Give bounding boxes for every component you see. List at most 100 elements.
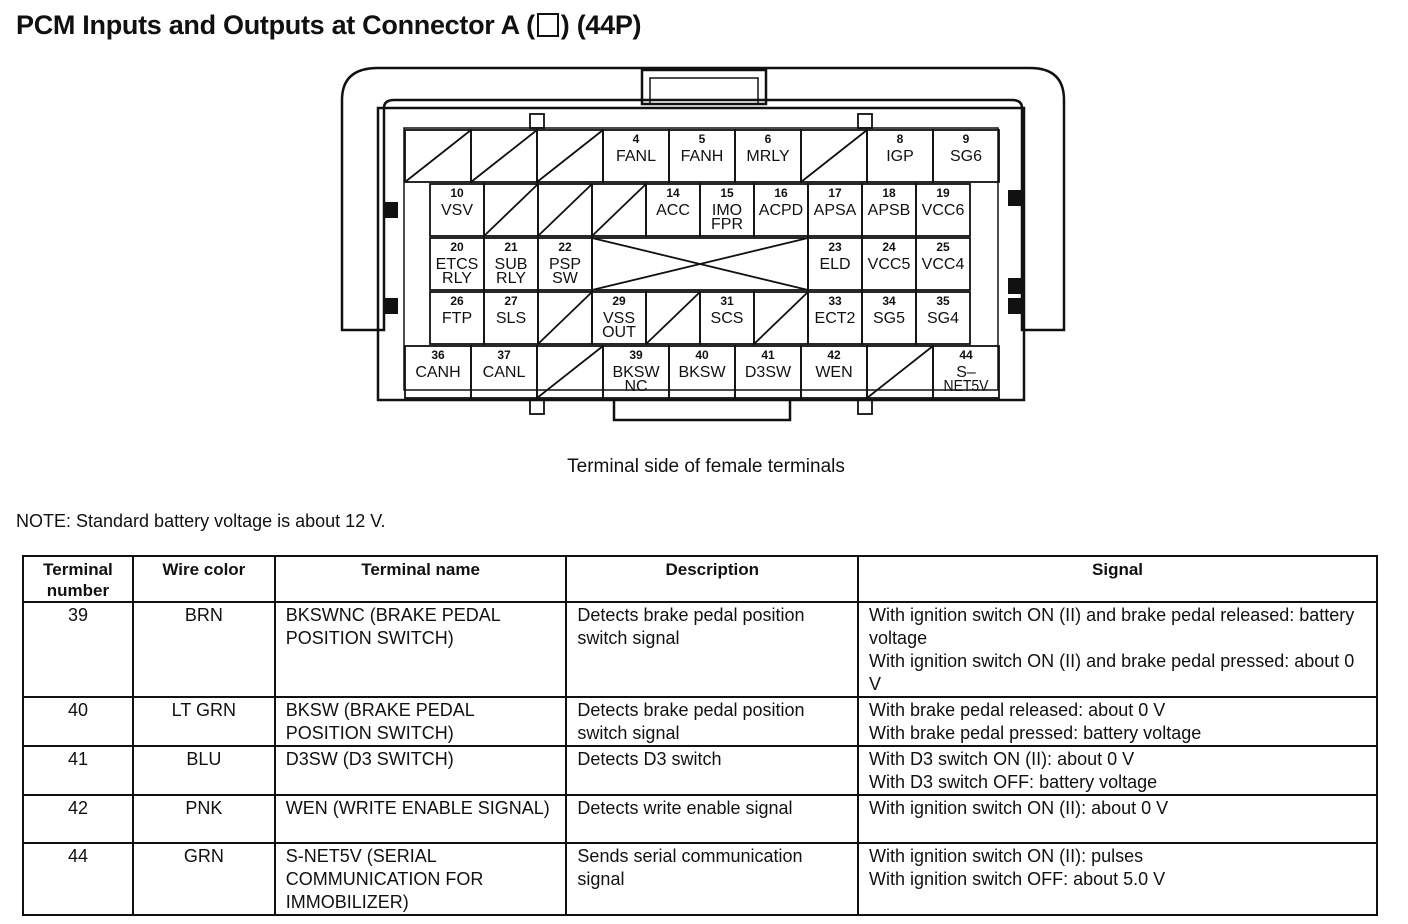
cell-terminal: 39 xyxy=(22,601,134,698)
terminal-name: FANL xyxy=(616,148,656,165)
terminal-name: CANL xyxy=(483,364,526,381)
terminal-number: 17 xyxy=(828,186,842,200)
terminal-number: 20 xyxy=(450,240,464,254)
cell-description: Detects brake pedal position switch sign… xyxy=(565,601,860,698)
terminal-name: SW xyxy=(552,270,579,287)
terminal-number: 5 xyxy=(699,132,706,146)
terminal-name: VCC4 xyxy=(922,256,965,273)
unused-cavity-mark xyxy=(645,291,701,345)
table-header-row: Terminal number Wire color Terminal name… xyxy=(22,555,1378,603)
terminal-cavity xyxy=(915,291,971,345)
unused-cavity-mark xyxy=(591,183,647,237)
cell-wire-color: GRN xyxy=(131,842,276,916)
terminal-name: APSA xyxy=(814,202,857,219)
note-text: NOTE: Standard battery voltage is about … xyxy=(16,511,386,531)
cell-terminal: 41 xyxy=(22,745,134,796)
terminal-number: 42 xyxy=(827,348,841,362)
header-wire-color: Wire color xyxy=(131,555,276,603)
cell-terminal: 40 xyxy=(22,696,134,747)
terminal-name: SG6 xyxy=(950,148,982,165)
unused-cavity-mark xyxy=(404,129,472,183)
table-row: 41 BLU D3SW (D3 SWITCH) Detects D3 switc… xyxy=(22,745,1378,796)
cell-signal: With brake pedal released: about 0 V Wit… xyxy=(857,696,1378,747)
terminal-number: 24 xyxy=(882,240,896,254)
terminal-name: FTP xyxy=(442,310,472,327)
unused-cavity-mark xyxy=(866,345,934,399)
terminal-name: FANH xyxy=(681,148,724,165)
terminal-name: BKSW xyxy=(612,364,660,381)
terminal-name: SG5 xyxy=(873,310,905,327)
terminal-number: 25 xyxy=(936,240,950,254)
terminal-number: 4 xyxy=(633,132,640,146)
terminal-name: ACC xyxy=(656,202,690,219)
terminal-number: 19 xyxy=(936,186,950,200)
terminal-number: 9 xyxy=(963,132,970,146)
cell-signal: With D3 switch ON (II): about 0 V With D… xyxy=(857,745,1378,796)
terminal-name: SLS xyxy=(496,310,526,327)
header-terminal-number: Terminal number xyxy=(22,555,134,603)
terminal-name: ELD xyxy=(819,256,850,273)
terminal-number: 26 xyxy=(450,294,464,308)
terminal-number: 14 xyxy=(666,186,680,200)
cell-wire-color: LT GRN xyxy=(131,696,276,747)
terminal-name: PSP xyxy=(549,256,581,273)
terminal-name: SUB xyxy=(495,256,528,273)
table-row: 40 LT GRN BKSW (BRAKE PEDAL POSITION SWI… xyxy=(22,696,1378,747)
cell-description: Detects write enable signal xyxy=(565,794,860,844)
terminal-number: 15 xyxy=(720,186,734,200)
unused-cavity-mark xyxy=(470,129,538,183)
header-signal: Signal xyxy=(857,555,1378,603)
terminal-number: 18 xyxy=(882,186,896,200)
cell-terminal-name: BKSW (BRAKE PEDAL POSITION SWITCH) xyxy=(273,696,568,747)
terminal-number: 22 xyxy=(558,240,572,254)
terminal-number: 16 xyxy=(774,186,788,200)
terminal-name: ECT2 xyxy=(815,310,856,327)
terminal-number: 35 xyxy=(936,294,950,308)
terminal-number: 40 xyxy=(695,348,709,362)
terminal-name: BKSW xyxy=(678,364,726,381)
terminal-table: Terminal number Wire color Terminal name… xyxy=(22,555,1378,916)
terminal-number: 6 xyxy=(765,132,772,146)
terminal-name: VSV xyxy=(441,202,473,219)
cell-terminal: 42 xyxy=(22,794,134,844)
unused-cavity-mark xyxy=(537,291,593,345)
cell-description: Detects brake pedal position switch sign… xyxy=(565,696,860,747)
terminal-number: 10 xyxy=(450,186,464,200)
terminal-name: VCC5 xyxy=(868,256,911,273)
table-row: 42 PNK WEN (WRITE ENABLE SIGNAL) Detects… xyxy=(22,794,1378,844)
terminal-number: 8 xyxy=(897,132,904,146)
unused-cavity-mark xyxy=(536,129,604,183)
cell-wire-color: BLU xyxy=(131,745,276,796)
terminal-name: NC xyxy=(624,378,647,395)
cell-terminal-name: D3SW (D3 SWITCH) xyxy=(273,745,568,796)
cell-terminal-name: S-NET5V (SERIAL COMMUNICATION FOR IMMOBI… xyxy=(273,842,568,916)
unused-cavity-mark xyxy=(536,345,604,399)
terminal-number: 33 xyxy=(828,294,842,308)
terminal-name: S– xyxy=(956,364,976,381)
cell-signal: With ignition switch ON (II): pulses Wit… xyxy=(857,842,1378,916)
connector-symbol-icon xyxy=(536,13,559,37)
terminal-cavity xyxy=(932,129,1000,183)
terminal-number: 41 xyxy=(761,348,775,362)
terminal-name: WEN xyxy=(815,364,852,381)
cell-terminal: 44 xyxy=(22,842,134,916)
terminal-name: ACPD xyxy=(759,202,803,219)
header-terminal-name: Terminal name xyxy=(273,555,568,603)
terminal-name: APSB xyxy=(868,202,911,219)
terminal-number: 23 xyxy=(828,240,842,254)
terminal-name: MRLY xyxy=(746,148,790,165)
blank-area-cross xyxy=(591,237,809,291)
terminal-number: 39 xyxy=(629,348,643,362)
header-description: Description xyxy=(565,555,860,603)
terminal-name: RLY xyxy=(496,270,526,287)
terminal-number: 34 xyxy=(882,294,896,308)
terminal-name: D3SW xyxy=(745,364,792,381)
cell-signal: With ignition switch ON (II): about 0 V xyxy=(857,794,1378,844)
terminal-name: SCS xyxy=(711,310,744,327)
cell-wire-color: BRN xyxy=(131,601,276,698)
terminal-name: ETCS xyxy=(436,256,479,273)
terminal-name: IMO xyxy=(712,202,742,219)
terminal-number: 31 xyxy=(720,294,734,308)
terminal-number: 44 xyxy=(959,348,973,362)
unused-cavity-mark xyxy=(483,183,539,237)
